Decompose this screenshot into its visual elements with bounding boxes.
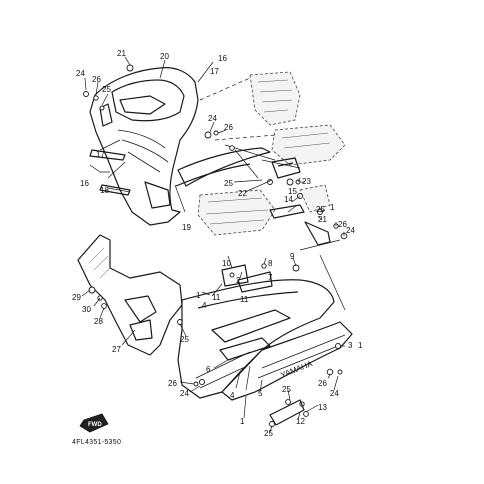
callout-23: 23: [302, 177, 311, 186]
callout-17-top: 17: [210, 67, 219, 76]
callout-1-left: 1: [196, 291, 201, 300]
inner-panel-upper: [175, 147, 271, 187]
callout-22: 22: [238, 189, 247, 198]
callout-labels: 21 20 16 17 24 26 25 24 26 17 16 18 19 2…: [72, 49, 363, 438]
callout-24-a: 24: [76, 69, 85, 78]
callout-30: 30: [82, 305, 91, 314]
callout-17-left: 17: [96, 150, 105, 159]
lower-cowling: [177, 279, 335, 399]
bracket-14: [269, 204, 331, 246]
bracket-22: [271, 157, 301, 179]
inner-panel-27: [77, 234, 183, 356]
trim-strips: [89, 149, 131, 196]
callout-4-upper: 4: [202, 301, 207, 310]
callout-10: 10: [222, 259, 231, 268]
callout-16-top: 16: [218, 54, 227, 63]
callout-11-a: 11: [212, 293, 221, 302]
callout-8: 8: [268, 259, 273, 268]
fwd-arrow-badge: FWD: [79, 413, 109, 433]
callout-14: 14: [284, 195, 293, 204]
callout-25-d: 25: [180, 335, 189, 344]
callout-26-b: 26: [224, 123, 233, 132]
callout-9: 9: [290, 252, 295, 261]
upper-cowling: [89, 67, 199, 226]
callout-25-e: 25: [282, 385, 291, 394]
callout-24-e: 24: [330, 389, 339, 398]
callout-24-c: 24: [346, 226, 355, 235]
callout-21-b: 21: [318, 215, 327, 224]
callout-25-f: 25: [264, 429, 273, 438]
callout-11-b: 11: [240, 295, 249, 304]
callout-25-a: 25: [102, 85, 111, 94]
callout-12: 12: [296, 417, 305, 426]
callout-27: 27: [112, 345, 121, 354]
callout-1-bottom: 1: [240, 417, 245, 426]
callout-26-a: 26: [92, 75, 101, 84]
callout-28: 28: [94, 317, 103, 326]
callout-25-c: 25: [316, 205, 325, 214]
callout-26-e: 26: [318, 379, 327, 388]
callout-24-d: 24: [180, 389, 189, 398]
callout-7: 7: [268, 273, 273, 282]
callout-26-d: 26: [168, 379, 177, 388]
callout-16-left: 16: [80, 179, 89, 188]
frame-sketch-top: [197, 71, 346, 236]
fasteners-lower-left: [88, 286, 183, 325]
callout-5: 5: [258, 389, 263, 398]
diagram-code: 4FL4351-5350: [72, 439, 121, 446]
callout-29: 29: [72, 293, 81, 302]
callout-26-c: 26: [338, 220, 347, 229]
callout-2: 2: [236, 276, 241, 285]
callout-4-lower: 4: [230, 391, 235, 400]
callout-leaders: [81, 56, 345, 433]
callout-6: 6: [206, 365, 211, 374]
callout-25-b: 25: [224, 179, 233, 188]
callout-13: 13: [318, 403, 327, 412]
callout-21: 21: [117, 49, 126, 58]
callout-18: 18: [100, 186, 109, 195]
fwd-label: FWD: [88, 422, 102, 428]
bracket-2: [237, 271, 273, 293]
callout-3: 3: [348, 341, 353, 350]
callout-24-b: 24: [208, 114, 217, 123]
callout-1-right: 1: [330, 203, 335, 212]
callout-15: 15: [288, 187, 297, 196]
callout-1-far-right: 1: [358, 341, 363, 350]
callout-19: 19: [182, 223, 191, 232]
callout-20: 20: [160, 52, 169, 61]
bracket-10: [221, 264, 249, 287]
